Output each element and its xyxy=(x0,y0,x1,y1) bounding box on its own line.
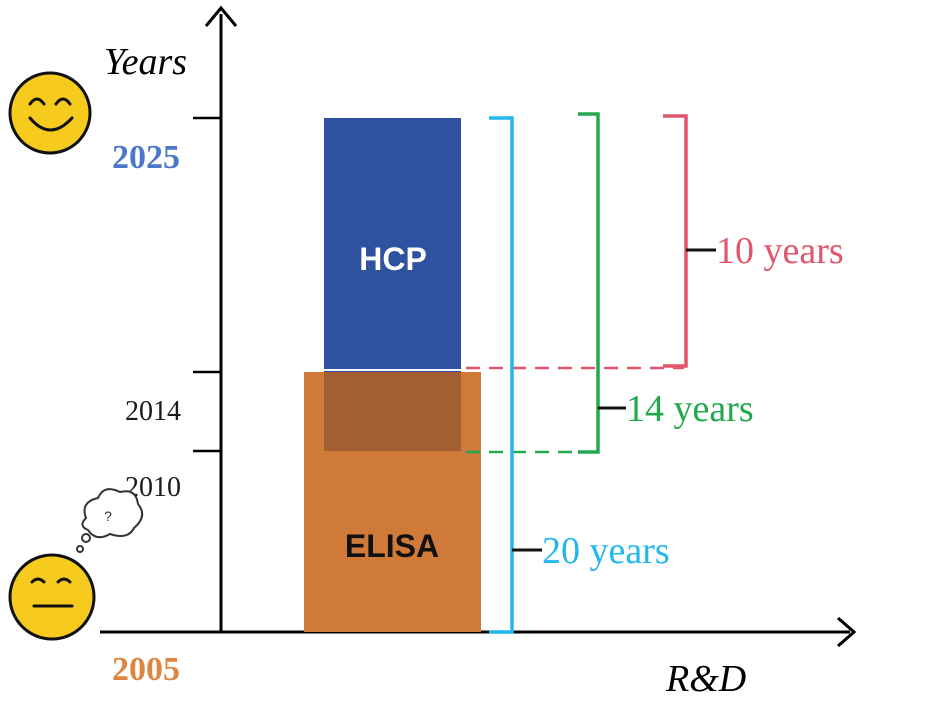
year-label-2005: 2005 xyxy=(112,651,180,688)
bracket-14-years-label: 14 years xyxy=(626,388,754,430)
bracket-14-years: 14 years xyxy=(578,112,754,454)
bracket-10-years-label: 10 years xyxy=(716,230,844,272)
bracket-10-years: 10 years xyxy=(663,114,844,368)
y-axis-arrowhead xyxy=(204,5,238,27)
neutral-face-icon xyxy=(8,553,96,641)
thought-question-mark: ? xyxy=(104,508,112,524)
overlap-region xyxy=(324,372,461,451)
bracket-20-years-line xyxy=(489,116,514,634)
x-axis-arrowhead xyxy=(837,616,857,648)
year-label-2014: 2014 xyxy=(125,396,181,427)
hcp-bar xyxy=(324,118,461,372)
x-axis-label: R&D xyxy=(665,658,746,700)
elisa-label: ELISA xyxy=(345,528,439,564)
bracket-20-years-label: 20 years xyxy=(542,530,670,572)
thought-bubble-icon: ? xyxy=(76,488,144,553)
hcp-label: HCP xyxy=(359,241,427,277)
bracket-20-years: 20 years xyxy=(489,116,670,634)
bracket-14-years-line xyxy=(578,112,600,454)
y-axis-label: Years xyxy=(104,41,187,83)
year-label-2025: 2025 xyxy=(112,139,180,176)
happy-face-icon xyxy=(8,71,92,155)
bracket-10-years-line xyxy=(663,114,688,368)
